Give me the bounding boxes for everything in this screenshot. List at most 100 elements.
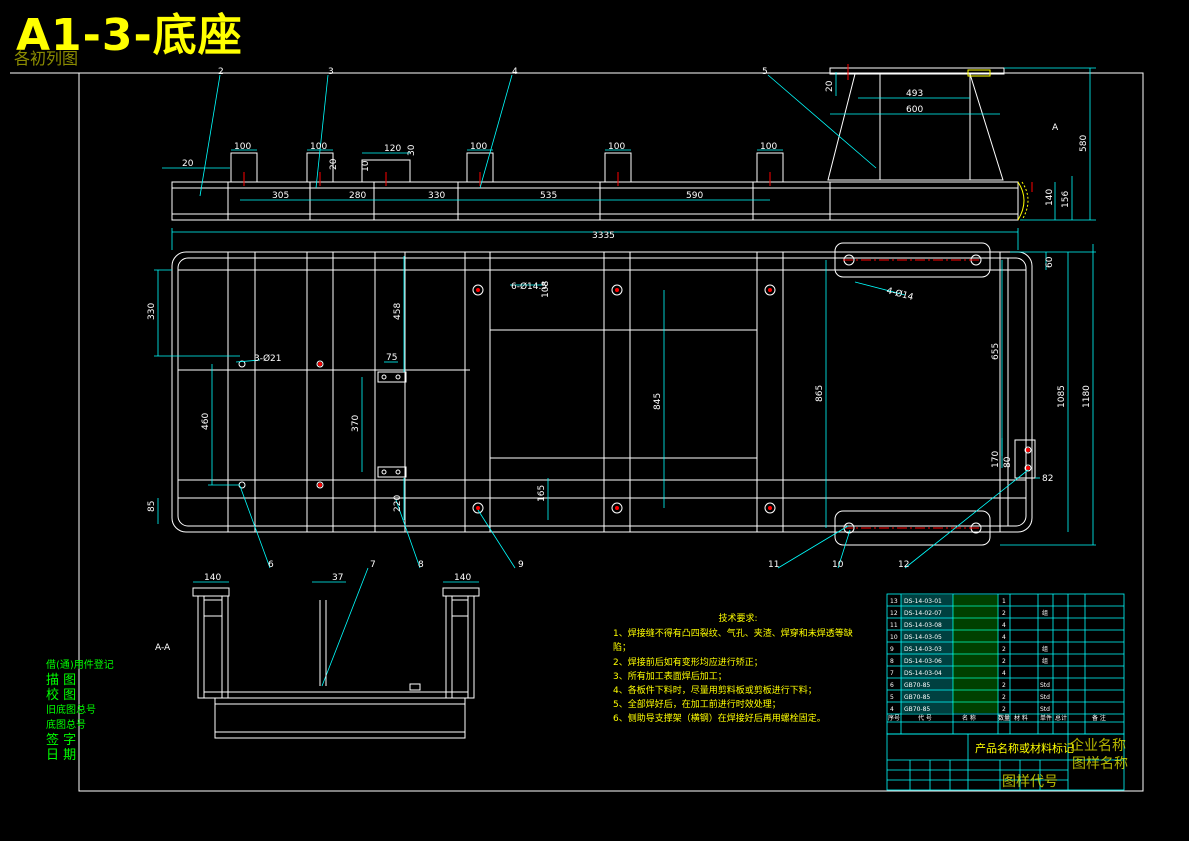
bom-no: 13 (890, 598, 898, 605)
callout-11: 11 (768, 560, 779, 570)
callout-8: 8 (418, 560, 424, 570)
dim-top-100d: 100 (608, 142, 625, 152)
bom-no: 9 (890, 646, 894, 653)
bom-code: DS-14-03-06 (904, 658, 942, 665)
dim-305: 305 (272, 191, 289, 201)
left-side-block: 借(通)用件登记 描 图 校 图 旧底图总号 底图总号 签 字 日 期 (46, 658, 114, 763)
note-item: 3、所有加工表面焊后加工； (613, 671, 727, 682)
bom-qty: 2 (1002, 706, 1006, 713)
bom-no: 5 (890, 694, 894, 701)
elevation-view (171, 67, 1029, 221)
bom-table (886, 593, 1125, 791)
hole-label-6: 6-Ø14.5 (511, 281, 547, 292)
plan-holes (238, 254, 1032, 534)
section-view (192, 587, 480, 739)
dim-top-100a: 100 (234, 142, 251, 152)
dim-top-120: 120 (384, 144, 401, 154)
bom-code: GB70-85 (904, 706, 930, 713)
bom-qty: 2 (1002, 658, 1006, 665)
side-label: 旧底图总号 (46, 705, 96, 716)
dim-170: 170 (991, 451, 1001, 468)
bom-note: Std (1040, 682, 1050, 689)
bom-code: DS-14-03-01 (904, 598, 942, 605)
dim-460: 460 (201, 413, 211, 430)
bom-qty: 2 (1002, 682, 1006, 689)
bom-header-total: 总计 (1055, 714, 1067, 722)
dim-75: 75 (386, 353, 397, 363)
watermark-top: 各初列图 (14, 49, 78, 68)
dim-580: 580 (1079, 135, 1089, 152)
section-dim-140b: 140 (454, 573, 471, 583)
note-item: 5、全部焊好后，在加工前进行时效处理； (613, 700, 781, 711)
bom-qty: 4 (1002, 622, 1006, 629)
bom-qty: 2 (1002, 694, 1006, 701)
plan-dimensions (154, 244, 1096, 546)
plan-view (171, 242, 1036, 546)
bom-no: 8 (890, 658, 894, 665)
bom-fill (901, 595, 998, 713)
bom-header-code: 代 号 (918, 714, 932, 722)
dim-330-plan: 330 (147, 303, 157, 320)
dim-655: 655 (991, 343, 1001, 360)
bom-code: GB70-85 (904, 682, 930, 689)
callout-numbers: 2 3 4 5 6 7 8 9 11 10 12 (218, 67, 909, 570)
bom-code: DS-14-03-04 (904, 670, 942, 677)
bom-qty: 1 (1002, 598, 1006, 605)
dim-156: 156 (1061, 191, 1071, 208)
dim-845: 845 (653, 393, 663, 410)
dim-108: 108 (541, 281, 551, 298)
dim-60: 60 (1045, 256, 1055, 268)
bom-header-name: 名 称 (962, 714, 976, 722)
callout-4: 4 (512, 67, 518, 77)
callout-6: 6 (268, 560, 274, 570)
section-label: A-A (155, 643, 171, 653)
center-marks-elevation (243, 64, 1033, 192)
bom-header-qty: 数量 (998, 714, 1010, 722)
dim-80: 80 (1003, 456, 1013, 468)
bom-no: 6 (890, 682, 894, 689)
dim-10: 10 (361, 160, 371, 172)
side-label: 签 字 (46, 733, 77, 748)
callout-2: 2 (218, 67, 224, 77)
dim-top-100b: 100 (310, 142, 327, 152)
note-item: 6、侧助导支撑架（横钢）在焊接好后再用螺栓固定。 (613, 714, 826, 725)
dim-458: 458 (393, 303, 403, 320)
dim-220: 220 (393, 495, 403, 512)
bom-note: 组 (1042, 657, 1048, 665)
side-label: 校 图 (46, 688, 77, 703)
drawing-border (78, 72, 1144, 792)
bom-qty: 2 (1002, 646, 1006, 653)
notes-heading: 技术要求: (718, 614, 758, 624)
bom-no: 4 (890, 706, 894, 713)
side-label: 底图总号 (46, 720, 86, 731)
dim-1085: 1085 (1057, 385, 1067, 408)
note-item: 2、焊接前后如有变形均应进行矫正； (613, 657, 763, 668)
dim-1180: 1180 (1082, 385, 1092, 408)
dim-370: 370 (351, 415, 361, 432)
elevation-dimensions (162, 67, 1096, 250)
section-dim-140a: 140 (204, 573, 221, 583)
callout-3: 3 (328, 67, 334, 77)
side-label: 描 图 (46, 673, 77, 688)
side-label: 日 期 (46, 748, 77, 763)
bom-code: DS-14-02-07 (904, 610, 942, 617)
dim-top-100c: 100 (470, 142, 487, 152)
dim-20-left: 20 (182, 159, 194, 169)
bom-text: 13 DS-14-03-01 1 12 DS-14-02-07 2 组 11 D… (888, 598, 1106, 722)
bom-code: DS-14-03-08 (904, 622, 942, 629)
dim-30: 30 (407, 144, 417, 156)
hole-label-4: 4-Ø14 (885, 285, 915, 303)
drawing-code: 图样代号 (1002, 774, 1058, 790)
side-label: 借(通)用件登记 (46, 660, 114, 671)
dim-top-100e: 100 (760, 142, 777, 152)
callout-10: 10 (832, 560, 844, 570)
note-item: 陷； (613, 643, 632, 654)
note-item: 4、各板件下料时，尽量用剪料板或剪板进行下料； (613, 686, 817, 697)
bom-code: DS-14-03-05 (904, 634, 942, 641)
hole-label-3: 3-Ø21 (254, 353, 282, 364)
dim-3335: 3335 (592, 231, 615, 241)
view-arrow-label: A (1052, 123, 1059, 133)
dim-20-block: 20 (329, 158, 339, 170)
dim-590: 590 (686, 191, 703, 201)
